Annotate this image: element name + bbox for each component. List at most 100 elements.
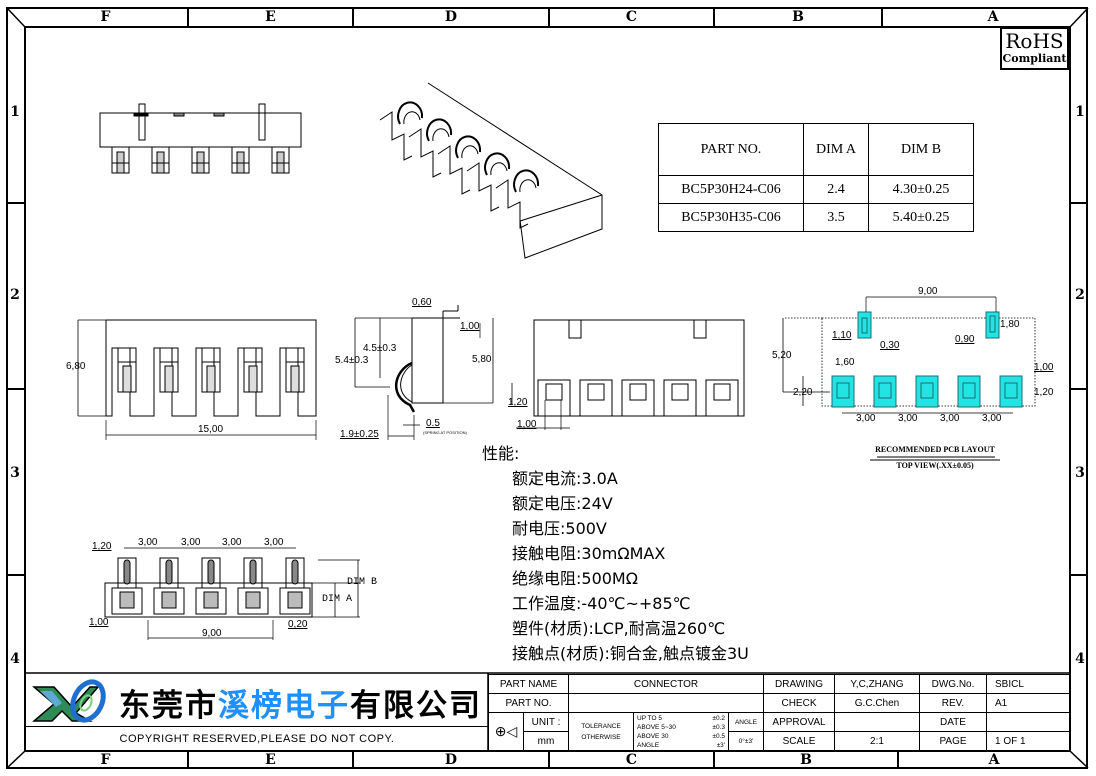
drawing-label: DRAWING <box>763 674 835 694</box>
dim-pcb-offset: 5,20 <box>772 350 792 361</box>
tol-value: ±0.5 <box>712 732 725 740</box>
dim-rear-pin-width: 1,00 <box>517 419 537 430</box>
spec-withstand-voltage: 耐电压:500V <box>512 519 607 538</box>
dim-front-height: 6,80 <box>66 361 86 372</box>
front-contact <box>206 365 216 393</box>
rohs-title: RoHS <box>1005 29 1064 53</box>
iso-contact-spring <box>484 152 511 176</box>
pcb-pad <box>831 375 855 408</box>
zone-divider <box>187 8 189 26</box>
dim-side-contact: 5.4±0.3 <box>335 355 369 366</box>
rear-pin-housing <box>621 379 655 417</box>
zone-divider <box>187 751 189 768</box>
dim-pcb-pitch: 3,00 <box>940 413 960 424</box>
zone-label-top: D <box>444 9 458 25</box>
copyright-notice: COPYRIGHT RESERVED,PLEASE DO NOT COPY. <box>119 733 395 745</box>
header-dim-a: DIM A <box>803 123 869 176</box>
iso-contact-spring <box>397 101 424 125</box>
table-row: BC5P30H24-C06 2.4 4.30±0.25 <box>658 175 974 204</box>
iso-contact-inner <box>432 128 450 142</box>
pcb-pad-inner <box>1004 382 1018 399</box>
bottom-pin-slot <box>291 559 299 585</box>
date-value <box>986 712 1070 732</box>
dim-pcb-peg-hole: 1,80 <box>1000 319 1020 330</box>
projection-symbol-icon: ⊕◁ <box>488 712 524 751</box>
part-no-label: PART NO. <box>488 693 569 713</box>
front-contact <box>164 365 174 393</box>
dim-rear-pin-height: 1,20 <box>508 397 528 408</box>
zone-label-bottom: F <box>100 752 111 768</box>
front-view <box>77 319 317 440</box>
pcb-layout <box>782 296 1036 461</box>
bottom-pin-contact <box>119 591 135 609</box>
tol-range: ABOVE 30 <box>637 732 669 740</box>
rev-value: A1 <box>986 693 1070 713</box>
dim-side-body: 5,80 <box>472 354 492 365</box>
drawing-border-inner <box>24 26 1071 752</box>
iso-contact-inner <box>519 179 537 193</box>
front-contact <box>248 365 258 393</box>
zone-label-right: 3 <box>1075 465 1085 481</box>
tol-range: UP TO 5 <box>637 714 662 722</box>
cell-dim-a: 3.5 <box>803 203 869 232</box>
bottom-pin-contact <box>203 591 219 609</box>
approval-value <box>834 712 920 732</box>
zone-label-bottom: A <box>988 752 1000 768</box>
dim-side-spring: 4.5±0.3 <box>363 343 397 354</box>
iso-housing <box>495 179 529 229</box>
pcb-peg-slot <box>861 317 868 334</box>
dim-side-note: (SPRING AT POSITION) <box>423 430 467 435</box>
pcb-layout-title: RECOMMENDED PCB LAYOUT <box>875 445 995 454</box>
cell-part-no: BC5P30H35-C06 <box>658 203 804 232</box>
pcb-pad-inner <box>920 382 934 399</box>
dim-front-width: 15,00 <box>198 424 224 435</box>
zone-label-right: 4 <box>1075 651 1085 667</box>
page-label: PAGE <box>919 731 987 751</box>
rear-pin-window <box>545 383 563 401</box>
dim-side-step: 1,00 <box>460 321 480 332</box>
spec-contact-material: 接触点(材质):铜合金,触点镀金3U <box>512 644 749 663</box>
dim-pcb-pad-height: 2,20 <box>793 387 813 398</box>
rohs-badge: RoHS Compliant <box>1000 27 1069 70</box>
drawing-value: Y,C,ZHANG <box>834 674 920 694</box>
rev-label: REV. <box>919 693 987 713</box>
performance-specs: 性能: 额定电流:3.0A 额定电压:24V 耐电压:500V 接触电阻:30m… <box>482 441 749 666</box>
zone-divider <box>548 751 550 768</box>
tol-value: ±0.2 <box>712 714 725 722</box>
dim-pcb-inner-height: 1,20 <box>1034 387 1054 398</box>
front-contact <box>290 365 300 393</box>
header-part-no: PART NO. <box>658 123 804 176</box>
bottom-pin-contact <box>245 591 261 609</box>
check-value: G.C.Chen <box>834 693 920 713</box>
dim-b-label: DIM B <box>347 577 378 588</box>
scale-label: SCALE <box>763 731 835 751</box>
tolerance-label-2: OTHERWISE <box>581 733 621 741</box>
cell-dim-b: 5.40±0.25 <box>868 203 974 232</box>
dim-side-top: 0,60 <box>412 297 432 308</box>
iso-contact-inner <box>461 145 479 159</box>
rear-pin-window <box>713 383 731 401</box>
zone-label-bottom: B <box>800 752 812 768</box>
dim-a-label: DIM A <box>322 594 353 605</box>
zone-divider <box>1071 202 1088 204</box>
performance-title: 性能: <box>482 444 520 463</box>
bottom-pin-contact <box>287 591 303 609</box>
zone-label-top: C <box>625 9 638 25</box>
bottom-pin-base <box>111 587 143 615</box>
rear-pin-housing <box>537 379 571 417</box>
zone-divider <box>7 388 24 390</box>
tol-value: ±0.3 <box>712 723 725 731</box>
spec-operating-temp: 工作温度:-40℃~+85℃ <box>512 594 691 613</box>
rear-pin-window <box>587 383 605 401</box>
company-name: 东莞市溪榜电子有限公司 <box>119 680 482 725</box>
bottom-pin-contact <box>161 591 177 609</box>
pcb-pad-inner <box>836 382 850 399</box>
bottom-pin-base <box>279 587 311 615</box>
title-block: PART NAME CONNECTOR DRAWING Y,C,ZHANG DW… <box>488 674 1070 751</box>
tol-range: ANGLE <box>637 741 660 749</box>
angle-label: ANGLE <box>728 712 764 732</box>
dim-bottom-pitch: 3,00 <box>181 537 201 548</box>
spec-plastic-material: 塑件(材质):LCP,耐高温260℃ <box>512 619 726 638</box>
pcb-pad-inner <box>878 382 892 399</box>
rear-pin-window <box>671 383 689 401</box>
